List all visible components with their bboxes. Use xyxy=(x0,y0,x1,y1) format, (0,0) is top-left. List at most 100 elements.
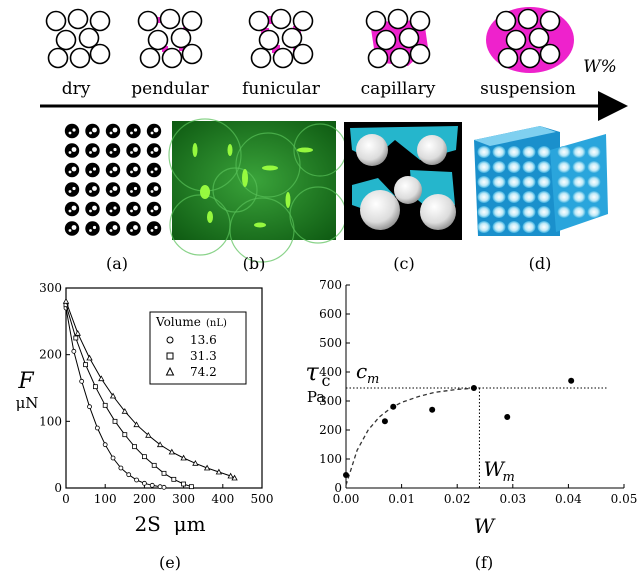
bead xyxy=(477,146,491,158)
binary-grain xyxy=(64,123,80,139)
chart-e-legend-label: 74.2 xyxy=(190,365,217,379)
chart-e-ytick-label: 0 xyxy=(54,481,62,495)
chart-e-legend-marker xyxy=(165,366,175,376)
chart-e-point xyxy=(126,472,132,478)
bead xyxy=(587,146,601,158)
binary-grain-hole xyxy=(112,127,118,133)
binary-grain-hole xyxy=(68,151,72,154)
state-label-pendular: pendular xyxy=(131,79,209,99)
grain-circle xyxy=(159,8,181,30)
binary-grain-hole xyxy=(154,225,158,230)
chart-e-xtick-label: 400 xyxy=(211,492,234,506)
liquid-bridge xyxy=(272,45,280,53)
binary-grain-hole xyxy=(89,229,92,232)
binary-grain-hole xyxy=(71,225,77,230)
chart-e-point xyxy=(74,330,81,336)
panel-c-3d-render xyxy=(344,122,462,240)
binary-grain-hole xyxy=(150,170,154,174)
grain-circle xyxy=(47,47,69,69)
chart-e-series-line xyxy=(65,301,235,479)
chart-f-point xyxy=(568,377,575,384)
bead xyxy=(477,161,491,173)
chart-f-ytick-label: 600 xyxy=(319,307,342,321)
grain-circle xyxy=(528,27,550,49)
binary-grain-hole xyxy=(72,128,76,132)
grain-circle xyxy=(519,47,541,69)
grain-circle xyxy=(495,10,517,32)
fluorescent-bridge xyxy=(192,143,198,157)
grain-circle xyxy=(89,43,111,65)
chart-e-point xyxy=(171,476,177,482)
binary-grain-hole xyxy=(89,170,92,174)
chart-e-point xyxy=(94,425,100,431)
binary-grain-hole xyxy=(68,131,72,135)
binary-grain-hole xyxy=(92,147,97,152)
panel-label-b: (b) xyxy=(243,254,266,273)
chart-f-xtick-label: 0.03 xyxy=(499,492,526,506)
binary-grain-hole xyxy=(89,131,92,135)
bead xyxy=(522,221,536,233)
bead xyxy=(507,161,521,173)
chart-f-point xyxy=(343,471,349,478)
bead xyxy=(557,206,571,218)
bead xyxy=(477,221,491,233)
grain-circle xyxy=(389,47,411,69)
binary-grain-hole xyxy=(112,225,118,230)
bead xyxy=(587,206,601,218)
chart-e-point xyxy=(73,335,79,341)
grain-circle xyxy=(89,10,111,32)
chart-e-point xyxy=(134,477,139,483)
chart-e-point xyxy=(132,444,138,450)
grain-circle xyxy=(539,43,561,65)
grain-circle xyxy=(398,27,420,49)
binary-grain-hole xyxy=(113,147,117,152)
chart-f-xtick-label: 0.04 xyxy=(555,492,582,506)
panel-label-e: (e) xyxy=(159,553,181,572)
chart-e-point xyxy=(141,480,147,486)
chart-e-legend-marker xyxy=(166,336,174,344)
binary-grain-hole xyxy=(150,131,154,135)
grain-circle xyxy=(137,10,159,32)
bead xyxy=(587,161,601,173)
binary-grain xyxy=(146,162,162,178)
bead xyxy=(522,176,536,188)
chart-e-point xyxy=(156,441,164,448)
chart-e-point xyxy=(62,298,70,304)
chart-e-point xyxy=(168,448,176,455)
binary-grain-hole xyxy=(150,190,154,193)
grain-sphere xyxy=(356,134,388,166)
panel-label-f: (f) xyxy=(475,553,493,572)
chart-e-legend-marker xyxy=(166,352,174,360)
bead xyxy=(507,191,521,203)
fluorescent-bridge xyxy=(207,211,213,223)
binary-grain-hole xyxy=(68,229,72,232)
binary-grain-hole xyxy=(109,209,113,213)
bead xyxy=(537,161,551,173)
binary-grain-hole xyxy=(150,229,154,232)
chart-f-ytick-label: 700 xyxy=(319,278,342,292)
bead xyxy=(572,161,586,173)
bead xyxy=(492,176,506,188)
chart-e-point xyxy=(180,454,187,461)
panel-label-a: (a) xyxy=(106,254,128,273)
grain-circle xyxy=(292,10,314,32)
bead xyxy=(572,176,586,188)
binary-grain-hole xyxy=(89,151,92,154)
bead xyxy=(537,221,551,233)
chart-f-wm-label: W xyxy=(483,457,505,481)
binary-grain-hole xyxy=(130,229,133,232)
liquid-bridge xyxy=(266,16,274,24)
bead-outline xyxy=(235,132,301,198)
chart-e-xtick-label: 100 xyxy=(94,492,117,506)
bead xyxy=(477,191,491,203)
bead xyxy=(507,176,521,188)
grain-sphere xyxy=(360,190,400,230)
chart-e-point xyxy=(227,472,234,479)
panel-label-d: (d) xyxy=(529,254,552,273)
chart-f-xtick-label: 0.00 xyxy=(333,492,360,506)
chart-f-ytick-label: 400 xyxy=(319,365,342,379)
chart-e-legend-label: 13.6 xyxy=(190,333,217,347)
bead xyxy=(572,206,586,218)
binary-grain-hole xyxy=(150,209,154,213)
